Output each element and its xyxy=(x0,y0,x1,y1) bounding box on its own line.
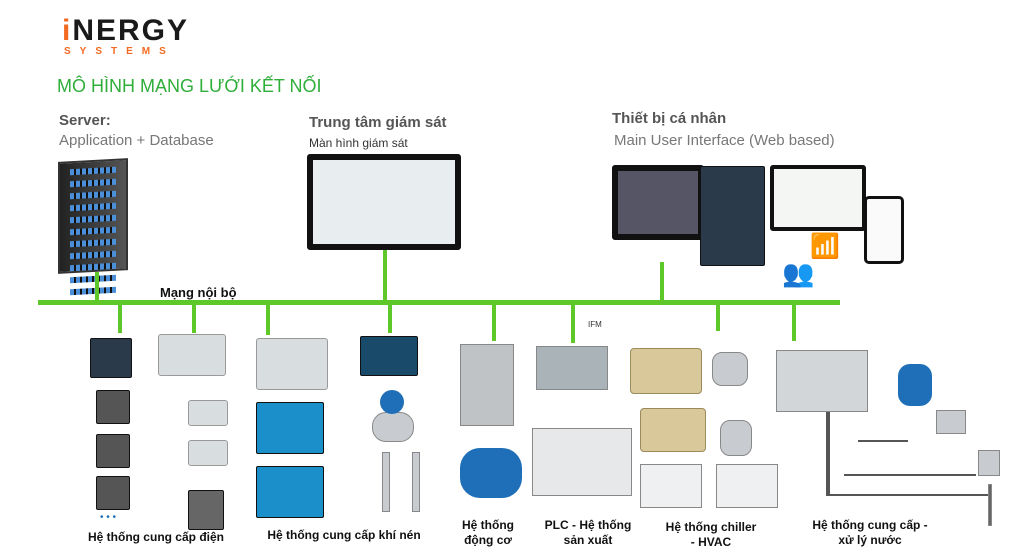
flow-meter-image xyxy=(720,420,752,456)
wire xyxy=(826,412,830,496)
label-line: động cơ xyxy=(464,533,512,547)
connector xyxy=(95,272,99,302)
connector xyxy=(716,303,720,331)
production-line-image xyxy=(532,428,632,496)
meter-image xyxy=(96,434,130,468)
connector xyxy=(492,303,496,341)
network-bus xyxy=(38,300,840,305)
label-line: - HVAC xyxy=(690,535,732,549)
phone-image xyxy=(864,196,904,264)
label-line: PLC - Hệ thống xyxy=(544,518,632,532)
connector xyxy=(118,303,122,333)
label-line: xử lý nước xyxy=(838,533,902,547)
inverter-image xyxy=(460,344,514,426)
logo-subtitle: SYSTEMS xyxy=(64,46,175,57)
connector xyxy=(660,262,664,302)
data-logger-image xyxy=(158,334,226,376)
label-chiller: Hệ thống chiller- HVAC xyxy=(654,520,768,550)
sensor-image xyxy=(412,452,420,512)
meter-image xyxy=(188,490,224,530)
flow-meter-image xyxy=(898,364,932,406)
chiller-image xyxy=(640,408,706,452)
sensor-image xyxy=(382,452,390,512)
connector xyxy=(192,303,196,333)
monitoring-subtitle: Màn hình giám sát xyxy=(309,136,408,150)
meter-image xyxy=(96,476,130,510)
label-line: Hệ thống xyxy=(462,518,514,532)
personal-subtitle: Main User Interface (Web based) xyxy=(614,132,835,149)
wire xyxy=(844,474,976,476)
compressor-image xyxy=(256,402,324,454)
flow-meter-head-image xyxy=(380,390,404,414)
desktop-monitor-image xyxy=(612,165,704,240)
wire xyxy=(826,494,988,496)
pc-tower-image xyxy=(700,166,765,266)
flow-meter-image xyxy=(712,352,748,386)
power-meter-image xyxy=(90,338,132,378)
users-icon: 👥 xyxy=(782,258,815,288)
logo: iNERGY xyxy=(62,14,190,47)
label-compressed-air: Hệ thống cung cấp khí nén xyxy=(267,528,421,542)
meter-image xyxy=(188,400,228,426)
motor-image xyxy=(460,448,522,498)
network-label: Mạng nội bộ xyxy=(160,285,237,300)
chiller-image xyxy=(630,348,702,394)
label-electrical: Hệ thống cung cấp điện xyxy=(87,530,224,544)
meter-image xyxy=(188,440,228,466)
label-line: sản xuất xyxy=(563,533,613,547)
plc-image xyxy=(536,346,608,390)
connector xyxy=(792,303,796,341)
server-heading: Server: xyxy=(59,112,111,129)
connector xyxy=(383,250,387,302)
laptop-image xyxy=(770,165,866,231)
controller-image xyxy=(256,338,328,390)
compressor-image xyxy=(256,466,324,518)
monitoring-screen-image xyxy=(307,154,461,250)
wire xyxy=(858,440,908,442)
plc-rack-image xyxy=(776,350,868,412)
ifm-label: IFM xyxy=(588,320,602,329)
wifi-icon: 📶 xyxy=(810,233,840,260)
monitoring-heading: Trung tâm giám sát xyxy=(309,114,447,131)
label-line: Hệ thống chiller xyxy=(665,520,757,534)
server-subtitle: Application + Database xyxy=(59,132,214,149)
connector xyxy=(571,303,575,343)
personal-heading: Thiết bị cá nhân xyxy=(612,110,727,127)
level-sensor-image xyxy=(978,450,1000,476)
cooling-unit-image xyxy=(640,464,702,508)
label-water: Hệ thống cung cấp -xử lý nước xyxy=(800,518,940,548)
server-rack-image xyxy=(58,158,128,296)
label-line: Hệ thống cung cấp - xyxy=(812,518,928,532)
page-title: MÔ HÌNH MẠNG LƯỚI KẾT NỐI xyxy=(57,76,322,96)
meter-image xyxy=(96,390,130,424)
cooling-unit-image xyxy=(716,464,778,508)
gateway-image xyxy=(360,336,418,376)
more-dots: • • • xyxy=(100,512,117,523)
connector xyxy=(266,303,270,335)
temperature-probe-image xyxy=(988,484,992,526)
flow-meter-image xyxy=(372,412,414,442)
connector xyxy=(388,303,392,333)
pressure-sensor-image xyxy=(936,410,966,434)
